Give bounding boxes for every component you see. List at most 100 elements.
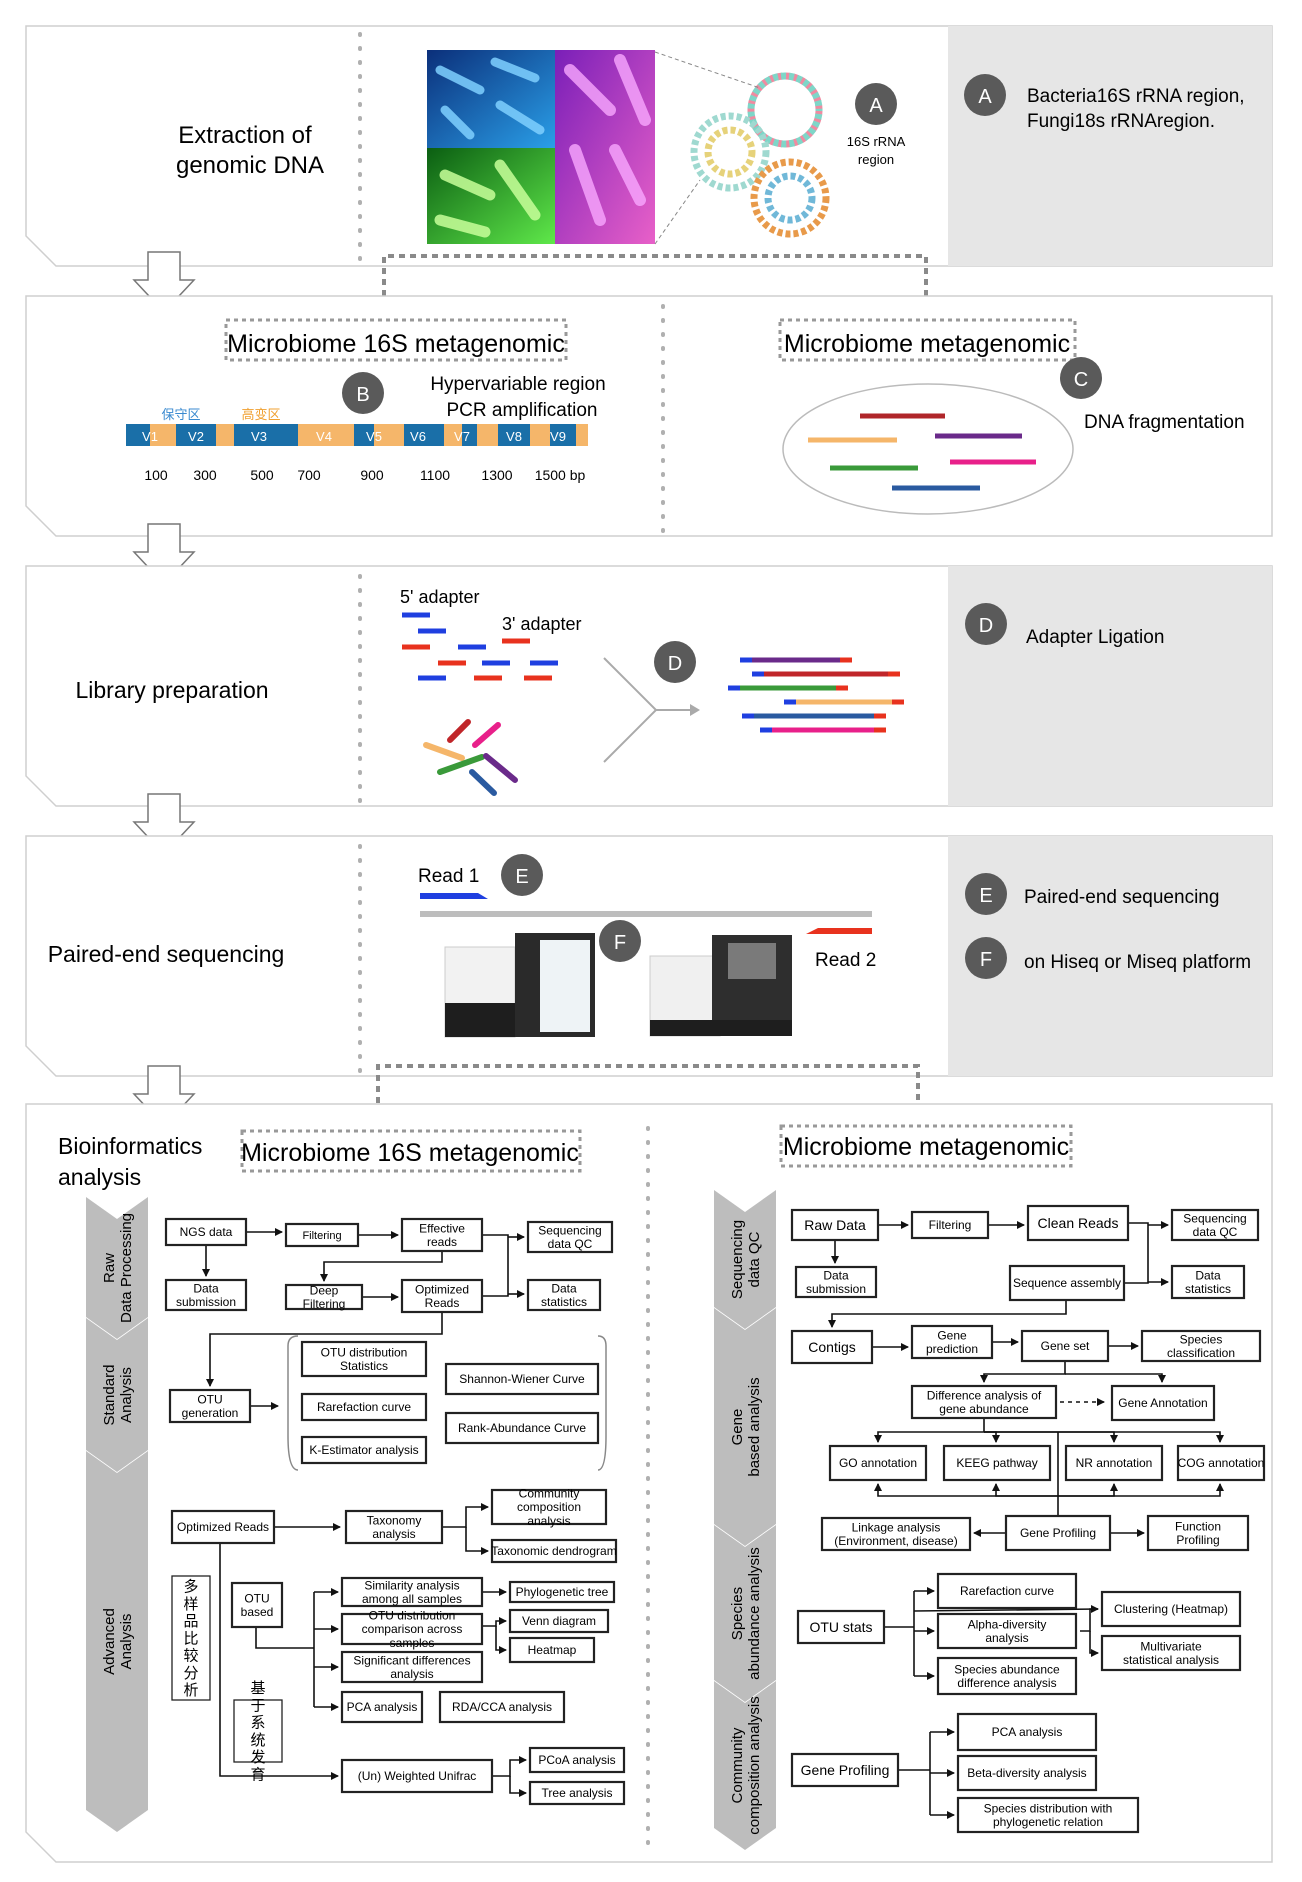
box-R-assembly bbox=[1008, 1264, 1126, 1302]
box-L-signif bbox=[340, 1650, 484, 1684]
box-R-gene_prof2-label: Gene Profiling bbox=[801, 1762, 890, 1778]
box-L-rank bbox=[444, 1411, 600, 1445]
box-R-cluster bbox=[1100, 1590, 1242, 1628]
region-label-1: 16S rRNA bbox=[847, 134, 906, 149]
box-R-clean bbox=[1026, 1204, 1130, 1242]
box-L-phylo_cn-label: 基于系统发育 bbox=[250, 1680, 265, 1783]
box-L-similarity bbox=[340, 1576, 484, 1608]
chevron-raw-processing-label: RawData Processing bbox=[101, 1213, 135, 1323]
note-f: on Hiseq or Miseq platform bbox=[1024, 952, 1251, 973]
box-L-phylo_cn bbox=[233, 1699, 283, 1763]
box-R-seqqc bbox=[1170, 1208, 1260, 1242]
adapter-fragments bbox=[402, 612, 558, 681]
v-region-label: V7 bbox=[454, 429, 470, 444]
note-a-line2: Fungi18s rRNAregion. bbox=[1027, 111, 1215, 132]
hiseq-machine-icon bbox=[444, 933, 595, 1038]
box-R-multivar bbox=[1100, 1634, 1242, 1672]
box-R-rare bbox=[936, 1572, 1078, 1610]
box-L-optimized bbox=[400, 1278, 484, 1314]
box-L-kest-label: K-Estimator analysis bbox=[309, 1443, 418, 1457]
box-L-otudist2 bbox=[340, 1612, 484, 1646]
stage1-title-2: genomic DNA bbox=[176, 152, 324, 179]
badge-e bbox=[501, 854, 543, 896]
gene-segment bbox=[176, 424, 216, 446]
adapter5-label: 5' adapter bbox=[400, 587, 480, 607]
box-R-gene_prof-label: Gene Profiling bbox=[1020, 1526, 1096, 1540]
note-a-line1: Bacteria16S rRNA region, bbox=[1027, 86, 1245, 107]
chevron-column: RawData ProcessingStandardAnalysisAdvanc… bbox=[86, 1190, 776, 1850]
box-R-otu_stats-label: OTU stats bbox=[809, 1619, 872, 1635]
chevron-species bbox=[714, 1525, 776, 1702]
stage3-title: Library preparation bbox=[75, 677, 268, 703]
template-strand bbox=[420, 911, 872, 917]
gene-segment bbox=[530, 424, 550, 446]
bp-tick: 1300 bbox=[481, 467, 512, 483]
connector-line bbox=[1058, 1483, 1224, 1497]
connector-line bbox=[495, 1626, 507, 1654]
box-R-otu_stats bbox=[796, 1609, 886, 1645]
box-R-beta-label: Beta-diversity analysis bbox=[967, 1766, 1086, 1780]
badge-a-label: A bbox=[869, 95, 883, 117]
box-R-rare-label: Rarefaction curve bbox=[960, 1584, 1054, 1598]
box-R-nr bbox=[1064, 1444, 1164, 1482]
chevron-community-label: Communitycomposition analysis bbox=[729, 1696, 763, 1834]
note-panel bbox=[948, 26, 1272, 266]
box-L-rarefaction bbox=[300, 1392, 428, 1422]
box-R-cluster-label: Clustering (Heatmap) bbox=[1114, 1602, 1228, 1616]
connector-line bbox=[482, 1617, 507, 1627]
read2-arrow bbox=[806, 928, 872, 934]
stage5-title-2: analysis bbox=[58, 1164, 141, 1190]
box-L-shannon bbox=[444, 1362, 600, 1396]
box-L-pcoa bbox=[528, 1746, 626, 1774]
bacteria-image bbox=[427, 50, 655, 244]
connector-line bbox=[1124, 1222, 1149, 1284]
box-R-submission bbox=[794, 1265, 878, 1299]
variable-label: 高变区 bbox=[241, 407, 280, 422]
box-L-rarefaction-label: Rarefaction curve bbox=[317, 1400, 411, 1414]
conserved-label: 保守区 bbox=[161, 407, 200, 422]
connector-line bbox=[509, 1776, 527, 1797]
connector-line bbox=[492, 1756, 527, 1777]
box-R-go bbox=[828, 1444, 928, 1482]
box-R-nr-label: NR annotation bbox=[1076, 1456, 1153, 1470]
dna-fragments bbox=[808, 413, 1036, 491]
gene-segment bbox=[216, 424, 234, 446]
box-L-seqqc bbox=[526, 1220, 614, 1254]
note-badge-e bbox=[965, 873, 1007, 915]
connector-line bbox=[219, 1543, 339, 1780]
chevron-gene-based-label: Genebased analysis bbox=[729, 1377, 763, 1476]
box-R-contigs-label: Contigs bbox=[808, 1339, 855, 1355]
box-R-linkage-label: Linkage analysis(Environment, disease) bbox=[834, 1520, 957, 1548]
connector-line bbox=[465, 1527, 489, 1555]
box-L-heatmap-label: Heatmap bbox=[528, 1643, 577, 1657]
dna-fragment-sticks bbox=[423, 719, 518, 796]
box-R-species_dist bbox=[956, 1796, 1140, 1834]
box-R-alpha bbox=[936, 1612, 1078, 1650]
connector-line bbox=[482, 1234, 509, 1297]
box-L-phylo-label: Phylogenetic tree bbox=[516, 1585, 609, 1599]
gene-segment bbox=[126, 424, 150, 446]
stage-bioinformatics: Bioinformatics analysis Microbiome 16S m… bbox=[25, 1103, 1273, 1863]
gene-segment bbox=[298, 424, 354, 446]
stage-library: Library preparation 5' adapter 3' adapte… bbox=[25, 565, 1273, 807]
connector-line bbox=[992, 1483, 1058, 1497]
chevron-standard-label: StandardAnalysis bbox=[101, 1365, 135, 1426]
v-region-label: V3 bbox=[251, 429, 267, 444]
box-R-keeg bbox=[942, 1444, 1052, 1482]
box-L-venn bbox=[508, 1608, 610, 1634]
read2-label: Read 2 bbox=[815, 950, 876, 971]
box-R-cog bbox=[1176, 1444, 1266, 1482]
connector-line bbox=[874, 1483, 1059, 1516]
stage2-left-title: Microbiome 16S metagenomic bbox=[227, 330, 565, 358]
connector-line bbox=[828, 1300, 1067, 1328]
gene-segment bbox=[444, 424, 462, 446]
stage-sequencing: Paired-end sequencing Read 1 E Read 2 F … bbox=[25, 835, 1273, 1077]
gene-segment bbox=[498, 424, 530, 446]
connector-line bbox=[206, 1312, 443, 1387]
